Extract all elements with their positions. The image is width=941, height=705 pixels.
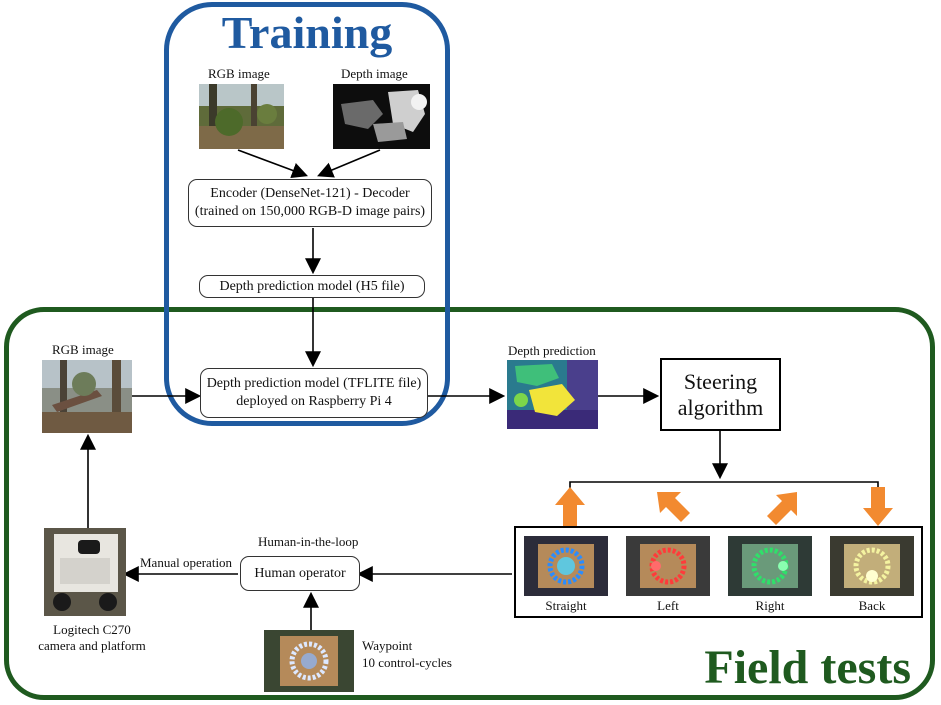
field-rgb-image xyxy=(42,360,132,433)
training-depth-label: Depth image xyxy=(341,66,408,81)
direction-bracket xyxy=(569,481,879,492)
tflite-model-box: Depth prediction model (TFLITE file) dep… xyxy=(200,368,428,418)
training-rgb-image xyxy=(199,84,284,149)
arrow-up-left-icon xyxy=(657,492,690,522)
training-frame xyxy=(164,2,450,426)
led-left-image xyxy=(626,536,710,596)
led-back-label: Back xyxy=(858,598,886,613)
human-operator-box: Human operator xyxy=(240,556,360,591)
h5-model-box: Depth prediction model (H5 file) xyxy=(199,275,425,298)
encoder-line2: (trained on 150,000 RGB-D image pairs) xyxy=(194,204,426,219)
steering-algorithm-box: Steering algorithm xyxy=(660,358,781,431)
waypoint-image xyxy=(264,630,354,692)
arrow-down-icon xyxy=(863,487,893,526)
human-in-loop-label: Human-in-the-loop xyxy=(258,534,359,549)
camera-line1: Logitech C270 xyxy=(53,622,131,637)
tflite-line1: Depth prediction model (TFLITE file) xyxy=(206,376,422,391)
human-operator-label: Human operator xyxy=(254,565,346,581)
encoder-line1: Encoder (DenseNet-121) - Decoder xyxy=(210,186,410,201)
training-depth-image xyxy=(333,84,430,149)
tflite-line2: deployed on Raspberry Pi 4 xyxy=(236,394,392,409)
direction-arrows xyxy=(555,487,893,526)
led-left-label: Left xyxy=(657,598,679,613)
manual-operation-label: Manual operation xyxy=(140,555,233,570)
led-straight-image xyxy=(524,536,608,596)
h5-model-label: Depth prediction model (H5 file) xyxy=(219,278,405,294)
depth-prediction-image xyxy=(507,360,598,429)
encoder-decoder-box: Encoder (DenseNet-121) - Decoder (traine… xyxy=(188,179,432,227)
arrow-up-icon xyxy=(555,487,585,526)
arrow-rgb-to-encoder xyxy=(237,149,308,179)
steering-line2: algorithm xyxy=(677,394,764,420)
steering-line1: Steering xyxy=(683,368,758,394)
field-tests-frame xyxy=(4,307,935,700)
led-right-label: Right xyxy=(755,598,785,613)
led-straight-label: Straight xyxy=(545,598,587,613)
depth-prediction-label: Depth prediction xyxy=(508,343,596,358)
led-right-image xyxy=(728,536,812,596)
arrow-up-right-icon xyxy=(767,492,797,525)
led-back-image xyxy=(830,536,914,596)
arrow-depth-to-encoder xyxy=(317,149,381,178)
waypoint-line1: Waypoint xyxy=(362,638,413,653)
waypoint-line2: 10 control-cycles xyxy=(362,655,452,670)
training-rgb-label: RGB image xyxy=(208,66,270,81)
field-tests-title: Field tests xyxy=(704,641,911,694)
camera-line2: camera and platform xyxy=(38,638,146,653)
field-rgb-label: RGB image xyxy=(52,342,114,357)
robot-platform-image xyxy=(44,528,126,616)
training-title: Training xyxy=(221,7,393,58)
